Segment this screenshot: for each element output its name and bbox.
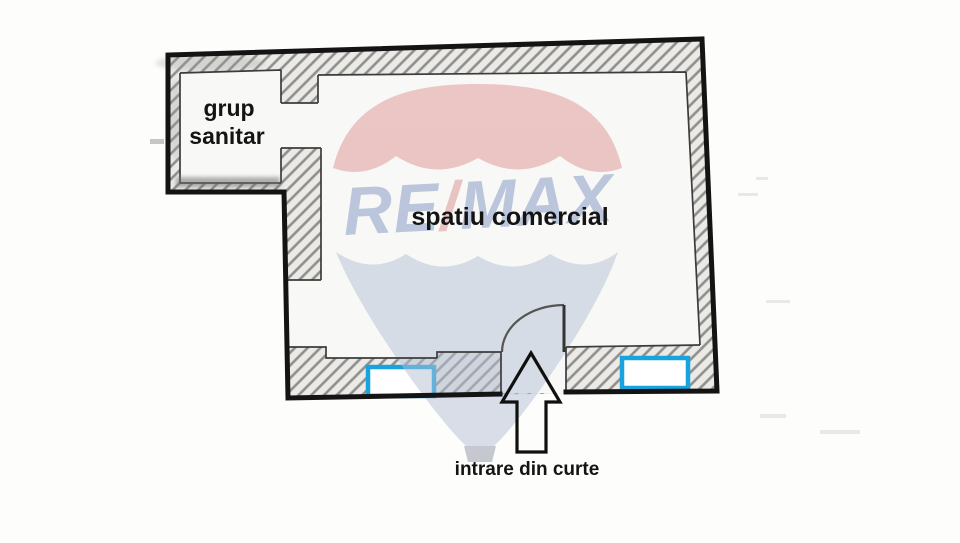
entrance-arrow-icon: [499, 349, 563, 454]
door-swing-arc: [500, 303, 565, 353]
wall-inner-edges: [179, 69, 701, 393]
grup-sanitar-label-line2: sanitar: [189, 123, 264, 149]
labels: grup sanitar spatiu comercial intrare di…: [189, 95, 608, 480]
entrance-door: [500, 303, 566, 353]
window-2: [619, 355, 691, 391]
balloon-canopy: [333, 84, 622, 172]
watermark-balloon: RE/MAX: [333, 84, 622, 462]
watermark-text: RE/MAX: [341, 160, 618, 250]
entrance-label: intrare din curte: [455, 459, 600, 480]
outer-outline: [165, 36, 720, 401]
balloon-basket: [464, 446, 496, 462]
grup-sanitar-interior: [180, 70, 281, 183]
grup-sanitar-label-line1: grup: [203, 95, 254, 121]
windows: [365, 355, 691, 399]
spatiu-comercial-label: spatiu comercial: [411, 203, 608, 231]
balloon-bottom: [336, 252, 618, 446]
scan-smudge: [176, 177, 280, 187]
